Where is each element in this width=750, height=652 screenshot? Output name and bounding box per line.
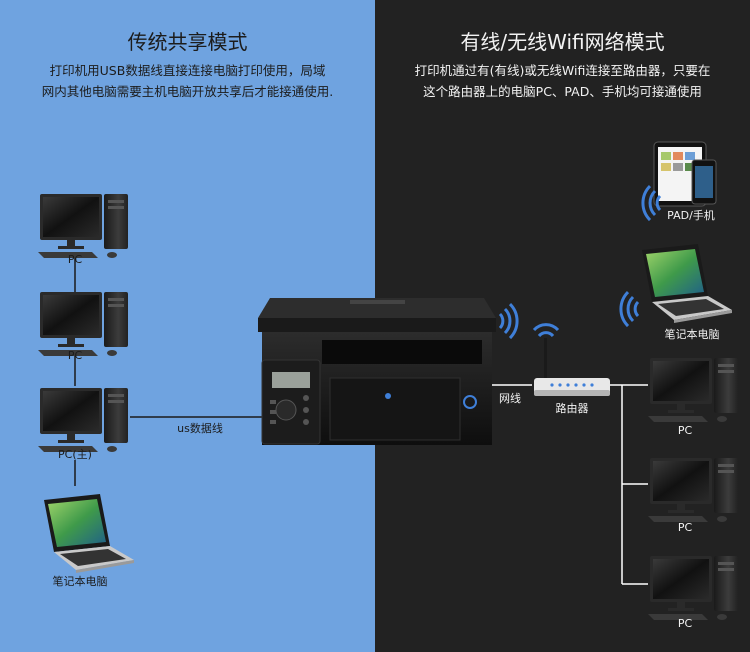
left-pc-main-label: PC(主) [58,448,92,461]
right-pc2-label: PC [677,521,693,534]
right-pc1-label: PC [677,424,693,437]
left-pc-main [38,388,128,452]
left-pc2-label: PC [67,349,83,362]
usb-cable-label: us数据线 [177,422,223,435]
left-pc-1 [38,194,128,258]
left-pc1-label: PC [67,253,83,266]
left-pc-2 [38,292,128,356]
left-laptop-label: 笔记本电脑 [52,575,108,588]
right-laptop-icon [642,244,732,323]
router-label: 路由器 [555,402,589,415]
right-desc-line1: 打印机通过有(有线)或无线Wifi连接至路由器，只要在 [414,63,711,78]
right-title: 有线/无线Wifi网络模式 [460,30,665,54]
left-laptop-icon [44,494,134,573]
right-pc-2 [648,458,738,522]
router-wifi-icon [532,323,560,338]
router-icon [534,338,610,396]
right-pc-1 [648,358,738,422]
left-link-lines [74,252,262,486]
laptop-wifi-icon [619,290,640,328]
pad-phone-label: PAD/手机 [667,209,715,222]
wire-label: 网线 [499,392,521,405]
right-laptop-label: 笔记本电脑 [664,328,720,341]
right-pc3-label: PC [677,617,693,630]
printer-wifi-icon [498,302,519,340]
tablet-phone-icon [653,141,717,207]
left-desc-line2: 网内其他电脑需要主机电脑开放共享后才能接通使用. [41,84,334,99]
right-pc-3 [648,556,738,620]
right-desc-line2: 这个路由器上的电脑PC、PAD、手机均可接通使用 [423,84,702,99]
left-desc-line1: 打印机用USB数据线直接连接电脑打印使用，局域 [49,63,326,78]
right-link-lines [610,384,648,585]
mfp-printer-icon [258,298,496,445]
left-title: 传统共享模式 [127,30,248,54]
